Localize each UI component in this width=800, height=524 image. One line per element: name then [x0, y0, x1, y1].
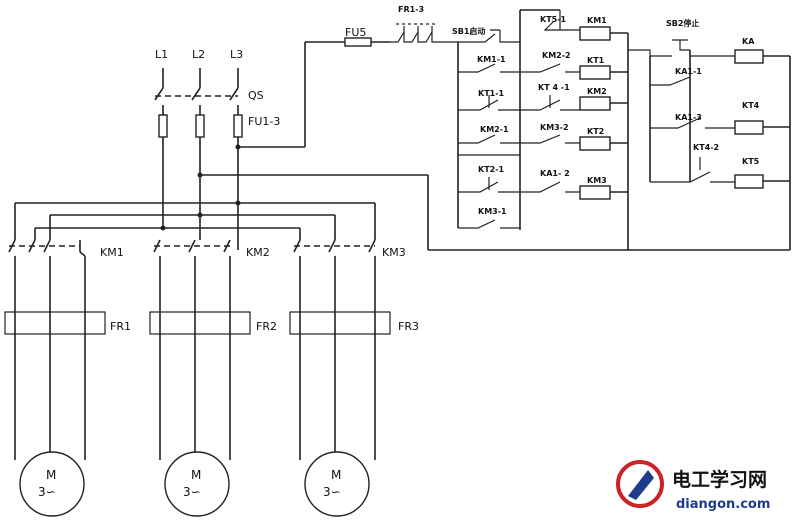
coil-kt4 [734, 120, 764, 135]
motor-1 [19, 451, 85, 517]
label-kt42: KT4-2 [693, 143, 719, 152]
label-l3: L3 [230, 48, 243, 61]
label-l2: L2 [192, 48, 205, 61]
label-km1-main: KM1 [100, 246, 124, 259]
watermark: 电工学习网 diangon.com [616, 460, 770, 512]
watermark-cn: 电工学习网 [672, 468, 767, 491]
label-coil-km3: KM3 [587, 176, 607, 185]
label-kt41: KT 4 -1 [538, 83, 570, 92]
label-coil-ka: KA [742, 37, 755, 46]
main-circuit: KM1 FR1 M 3∽ KM2 FR2 M 3∽ [4, 239, 419, 517]
label-km22: KM2-2 [542, 51, 571, 60]
fuse-fu5 [344, 37, 372, 47]
label-kt11: KT1-1 [478, 89, 505, 98]
label-coil-km1: KM1 [587, 16, 607, 25]
label-sb2: SB2停止 [666, 18, 699, 28]
label-coil-km2: KM2 [587, 87, 607, 96]
label-kt51: KT5-1 [540, 15, 567, 24]
label-kt21: KT2-1 [478, 165, 505, 174]
label-ka11: KA1-1 [675, 67, 702, 76]
label-l1: L1 [155, 48, 168, 61]
label-km2-main: KM2 [246, 246, 270, 259]
motor-2 [164, 451, 230, 517]
label-fu5: FU5 [345, 26, 366, 39]
motor-1-phase: 3∽ [38, 485, 56, 499]
label-fr13: FR1-3 [398, 5, 424, 14]
label-ka13: KA1-3 [675, 113, 702, 122]
label-km31: KM3-1 [478, 207, 507, 216]
label-km11: KM1-1 [477, 55, 506, 64]
label-km3-main: KM3 [382, 246, 406, 259]
label-coil-kt2: KT2 [587, 127, 604, 136]
coil-km2 [579, 96, 611, 111]
fr3-block [289, 311, 391, 335]
motor-1-m: M [46, 468, 56, 482]
label-fr2: FR2 [256, 320, 277, 333]
fuse-l3 [233, 114, 243, 138]
label-fr3: FR3 [398, 320, 419, 333]
motor-group-1: KM1 FR1 M 3∽ [4, 239, 131, 517]
label-coil-kt1: KT1 [587, 56, 605, 65]
motor-2-phase: 3∽ [183, 485, 201, 499]
label-coil-kt4: KT4 [742, 101, 760, 110]
coil-ka [734, 49, 764, 64]
motor-group-2: KM2 FR2 M 3∽ [149, 239, 277, 517]
coil-kt2 [579, 136, 611, 151]
label-sb1: SB1启动 [452, 26, 485, 36]
label-fu13: FU1-3 [248, 115, 280, 128]
coil-kt5 [734, 174, 764, 189]
fr2-block [149, 311, 251, 335]
coil-kt1 [579, 65, 611, 80]
label-fr1: FR1 [110, 320, 131, 333]
label-ka12: KA1- 2 [540, 169, 570, 178]
coil-km3 [579, 185, 611, 200]
fr1-block [4, 311, 106, 335]
control-circuit: FU5 FR1-3 SB1启动 KT5-1 KM1 KM1-1 KM2-2 KT… [344, 5, 791, 251]
watermark-en: diangon.com [676, 497, 770, 512]
label-coil-kt5: KT5 [742, 157, 760, 166]
motor-group-3: KM3 FR3 M 3∽ [289, 239, 419, 517]
motor-3 [304, 451, 370, 517]
label-qs: QS [248, 89, 264, 102]
motor-3-m: M [331, 468, 341, 482]
label-km32: KM3-2 [540, 123, 569, 132]
fuse-l1 [158, 114, 168, 138]
motor-2-m: M [191, 468, 201, 482]
fuse-l2 [195, 114, 205, 138]
power-supply: L1 L2 L3 QS FU1-3 [14, 41, 428, 250]
coil-km1 [579, 26, 611, 41]
motor-3-phase: 3∽ [323, 485, 341, 499]
label-km21: KM2-1 [480, 125, 509, 134]
